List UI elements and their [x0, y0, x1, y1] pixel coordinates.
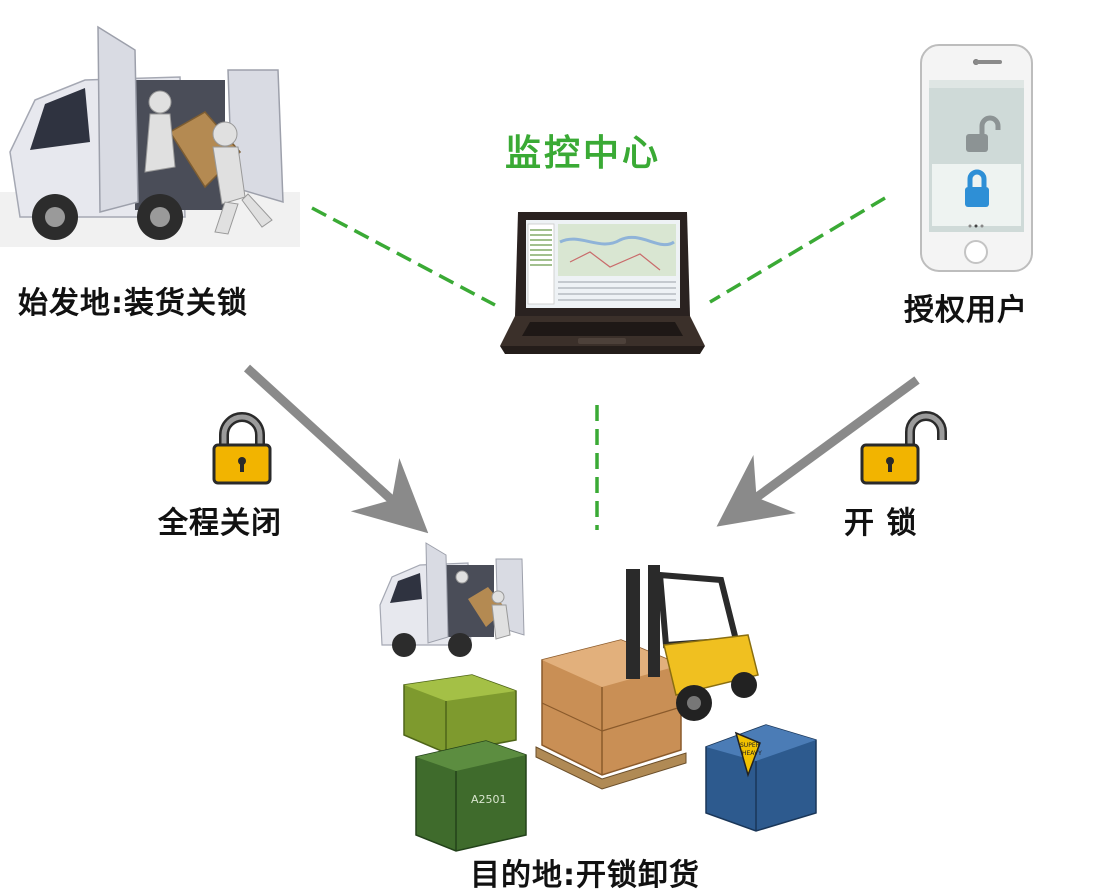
monitoring-center-title: 监控中心	[505, 133, 662, 174]
link-origin-center	[311, 206, 496, 307]
padlock-closed-icon	[212, 412, 272, 485]
arrow-user-to-destination	[716, 376, 920, 527]
smartphone-icon	[920, 44, 1033, 272]
origin-label: 始发地:装货关锁	[18, 286, 248, 321]
heavy-sign-line-1: SUPER	[740, 742, 760, 749]
unlock-label: 开 锁	[844, 506, 918, 541]
laptop-icon	[500, 212, 705, 354]
padlock-open-icon	[860, 411, 947, 485]
destination-cargo-illustration: A2501 SUPER HEAVY	[379, 542, 817, 852]
closed-throughout-label: 全程关闭	[158, 506, 282, 541]
crate-code: A2501	[471, 793, 507, 806]
arrow-origin-to-destination	[243, 364, 429, 534]
destination-label: 目的地:开锁卸货	[470, 858, 700, 893]
origin-van-illustration	[0, 25, 300, 247]
authorized-user-label: 授权用户	[904, 293, 1028, 328]
heavy-sign-line-2: HEAVY	[742, 750, 762, 757]
link-user-center	[709, 196, 886, 304]
